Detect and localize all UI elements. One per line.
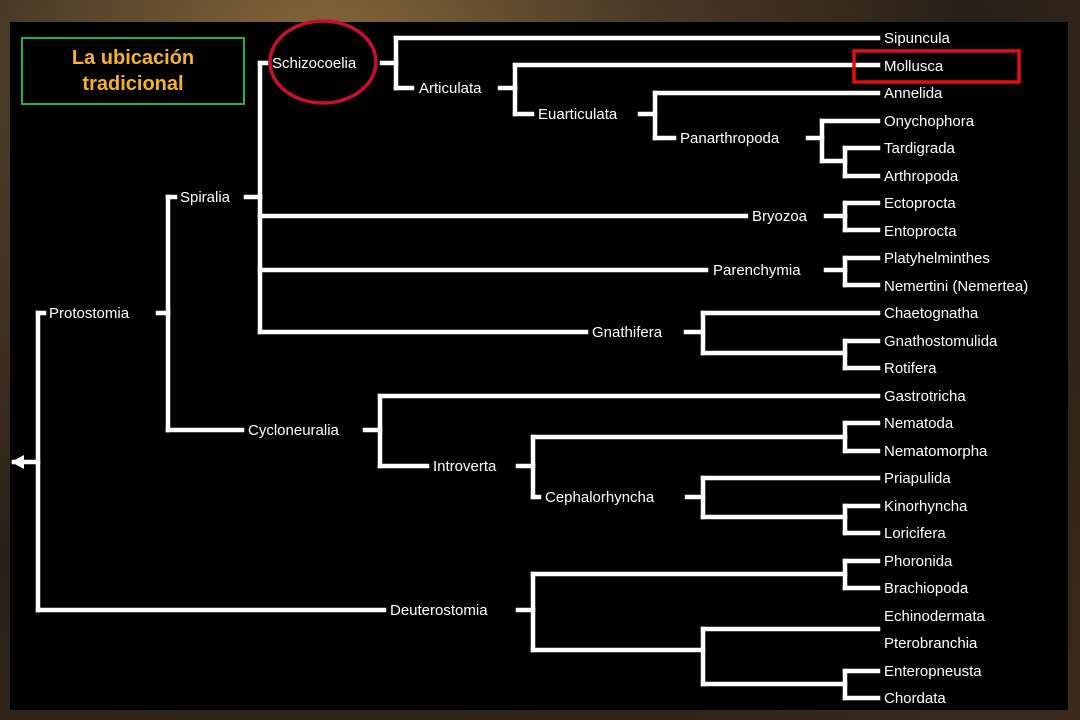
diagram-panel xyxy=(10,22,1068,710)
leaf-label: Pterobranchia xyxy=(884,635,978,652)
leaf-label: Chaetognatha xyxy=(884,305,979,322)
node-label-cephalorhyncha: Cephalorhyncha xyxy=(545,489,655,506)
leaf-label: Nematoda xyxy=(884,415,954,432)
highlight-box xyxy=(852,49,1021,84)
node-label-cycloneuralia: Cycloneuralia xyxy=(248,422,340,439)
leaf-label: Tardigrada xyxy=(884,140,956,157)
node-label-introverta: Introverta xyxy=(433,458,497,475)
node-label-schizocoelia: Schizocoelia xyxy=(272,55,357,72)
node-label-parenchymia: Parenchymia xyxy=(713,262,801,279)
root-arrow-icon xyxy=(11,455,24,469)
leaf-label: Kinorhyncha xyxy=(884,498,968,515)
tree-labels: Protostomia Spiralia Schizocoelia Articu… xyxy=(49,30,1028,707)
leaf-label: Nematomorpha xyxy=(884,443,988,460)
leaf-label: Loricifera xyxy=(884,525,946,542)
annotation-label-box: La ubicación tradicional xyxy=(21,37,245,105)
annotation-line-1: La ubicación xyxy=(71,47,195,69)
leaf-label: Chordata xyxy=(884,690,946,707)
annotation-line-2: tradicional xyxy=(82,73,184,95)
leaf-label: Enteropneusta xyxy=(884,663,982,680)
leaf-label: Gastrotricha xyxy=(884,388,966,405)
leaf-label: Arthropoda xyxy=(884,168,959,185)
node-label-protostomia: Protostomia xyxy=(49,305,130,322)
node-label-panarthropoda: Panarthropoda xyxy=(680,130,780,147)
highlight-circle xyxy=(268,19,378,105)
leaf-label: Rotifera xyxy=(884,360,937,377)
leaf-label: Ectoprocta xyxy=(884,195,956,212)
node-label-spiralia: Spiralia xyxy=(180,189,231,206)
tree-edges xyxy=(11,35,881,701)
leaf-label: Onychophora xyxy=(884,113,975,130)
node-label-articulata: Articulata xyxy=(419,80,482,97)
leaf-label: Nemertini (Nemertea) xyxy=(884,278,1028,295)
node-label-euarticulata: Euarticulata xyxy=(538,106,618,123)
leaf-label: Gnathostomulida xyxy=(884,333,998,350)
node-label-deuterostomia: Deuterostomia xyxy=(390,602,488,619)
leaf-label: Annelida xyxy=(884,85,943,102)
leaf-label: Echinodermata xyxy=(884,608,986,625)
leaf-label: Brachiopoda xyxy=(884,580,969,597)
leaf-label: Priapulida xyxy=(884,470,951,487)
node-label-gnathifera: Gnathifera xyxy=(592,324,663,341)
leaf-label: Platyhelminthes xyxy=(884,250,990,267)
leaf-label: Mollusca xyxy=(884,58,944,75)
leaf-label: Sipuncula xyxy=(884,30,951,47)
leaf-label: Entoprocta xyxy=(884,223,957,240)
leaf-label: Phoronida xyxy=(884,553,953,570)
node-label-bryozoa: Bryozoa xyxy=(752,208,808,225)
